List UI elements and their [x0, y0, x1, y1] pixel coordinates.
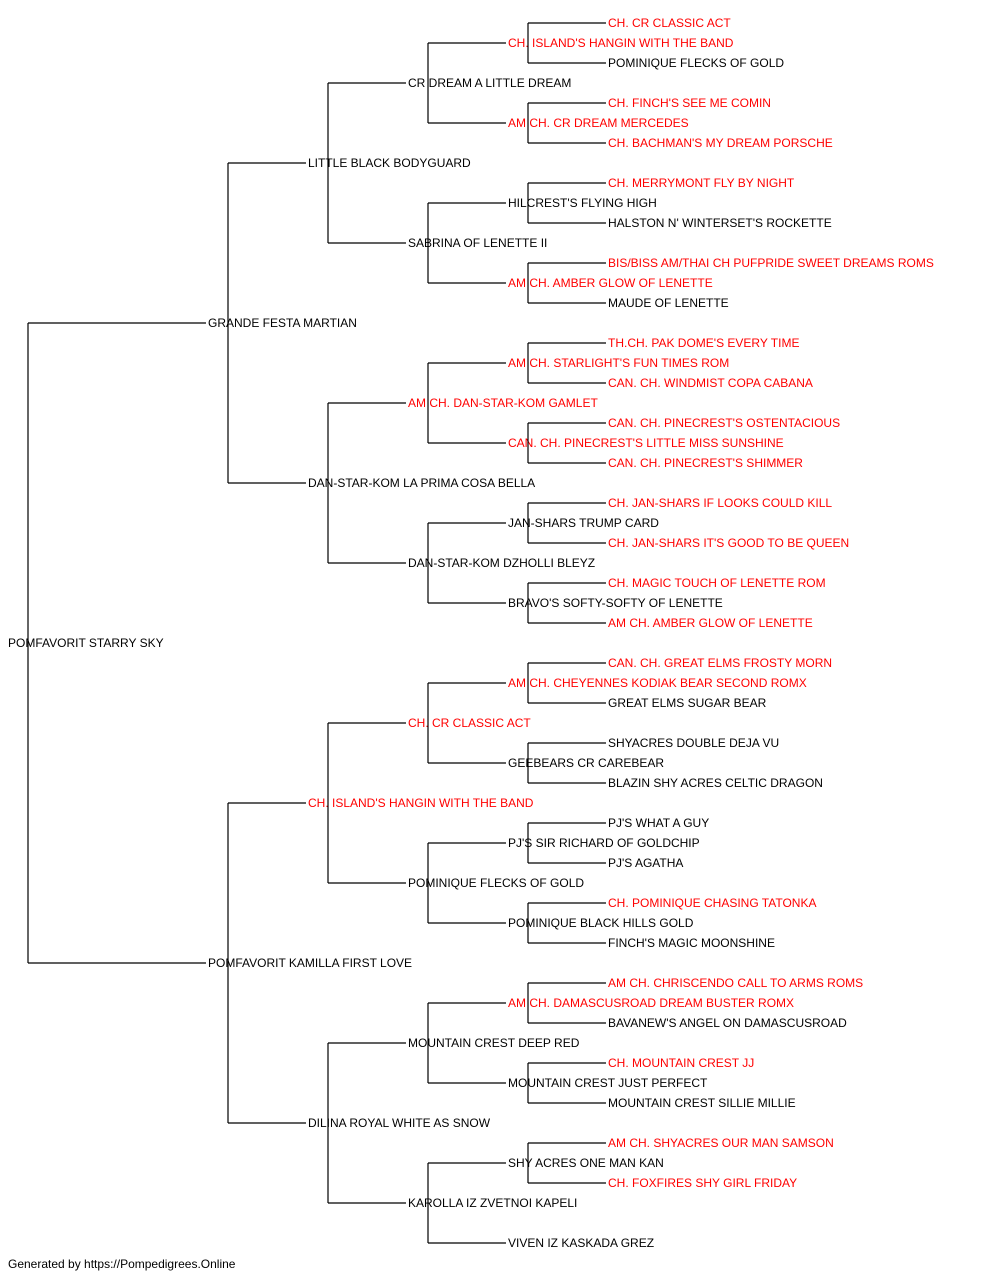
dog-name-gen5: PJ'S WHAT A GUY [608, 816, 709, 830]
dog-name-gen4: AM CH. CR DREAM MERCEDES [508, 116, 689, 130]
dog-name-gen4: CAN. CH. PINECREST'S LITTLE MISS SUNSHIN… [508, 436, 784, 450]
dog-name-gen3: CH. CR CLASSIC ACT [408, 716, 531, 730]
dog-name-gen5: AM CH. CHRISCENDO CALL TO ARMS ROMS [608, 976, 863, 990]
dog-name-gen3: MOUNTAIN CREST DEEP RED [408, 1036, 580, 1050]
dog-name-gen5: CH. MOUNTAIN CREST JJ [608, 1056, 754, 1070]
dog-name-gen5: SHYACRES DOUBLE DEJA VU [608, 736, 779, 750]
dog-name-gen4: HILCREST'S FLYING HIGH [508, 196, 657, 210]
dog-name-gen5: AM CH. AMBER GLOW OF LENETTE [608, 616, 813, 630]
dog-name-gen5: MAUDE OF LENETTE [608, 296, 729, 310]
dog-name-gen5: BIS/BISS AM/THAI CH PUFPRIDE SWEET DREAM… [608, 256, 934, 270]
dog-name-gen5: CH. BACHMAN'S MY DREAM PORSCHE [608, 136, 833, 150]
dog-name-gen5: CH. JAN-SHARS IT'S GOOD TO BE QUEEN [608, 536, 849, 550]
dog-name-gen5: GREAT ELMS SUGAR BEAR [608, 696, 767, 710]
dog-name-gen0: POMFAVORIT STARRY SKY [8, 636, 164, 650]
dog-name-gen5: TH.CH. PAK DOME'S EVERY TIME [608, 336, 799, 350]
dog-name-gen4: AM CH. CHEYENNES KODIAK BEAR SECOND ROMX [508, 676, 807, 690]
dog-name-gen5: CH. MERRYMONT FLY BY NIGHT [608, 176, 795, 190]
dog-name-gen3: POMINIQUE FLECKS OF GOLD [408, 876, 584, 890]
dog-name-gen5: CAN. CH. GREAT ELMS FROSTY MORN [608, 656, 832, 670]
dog-name-gen3: CR DREAM A LITTLE DREAM [408, 76, 571, 90]
dog-name-gen5: CH. POMINIQUE CHASING TATONKA [608, 896, 816, 910]
pedigree-tree: POMFAVORIT STARRY SKY GRANDE FESTA MARTIA… [8, 16, 934, 1250]
dog-name-gen4: VIVEN IZ KASKADA GREZ [508, 1236, 654, 1250]
dog-name-gen4: AM CH. AMBER GLOW OF LENETTE [508, 276, 713, 290]
dog-name-gen4: JAN-SHARS TRUMP CARD [508, 516, 659, 530]
dog-name-gen4: AM CH. DAMASCUSROAD DREAM BUSTER ROMX [508, 996, 794, 1010]
dog-name-gen3: AM CH. DAN-STAR-KOM GAMLET [408, 396, 598, 410]
dog-name-gen5: BAVANEW'S ANGEL ON DAMASCUSROAD [608, 1016, 847, 1030]
dog-name-gen5: CH. JAN-SHARS IF LOOKS COULD KILL [608, 496, 832, 510]
dog-name-gen2: DAN-STAR-KOM LA PRIMA COSA BELLA [308, 476, 535, 490]
dog-name-gen5: CAN. CH. PINECREST'S OSTENTACIOUS [608, 416, 840, 430]
dog-name-gen4: BRAVO'S SOFTY-SOFTY OF LENETTE [508, 596, 723, 610]
dog-name-gen4: CH. ISLAND'S HANGIN WITH THE BAND [508, 36, 734, 50]
dog-name-gen5: POMINIQUE FLECKS OF GOLD [608, 56, 784, 70]
dog-name-gen4: PJ'S SIR RICHARD OF GOLDCHIP [508, 836, 700, 850]
generated-by-footer: Generated by https://Pompedigrees.Online [8, 1257, 236, 1271]
dog-name-gen1: POMFAVORIT KAMILLA FIRST LOVE [208, 956, 412, 970]
dog-name-gen4: SHY ACRES ONE MAN KAN [508, 1156, 664, 1170]
dog-name-gen4: POMINIQUE BLACK HILLS GOLD [508, 916, 694, 930]
dog-name-gen2: CH. ISLAND'S HANGIN WITH THE BAND [308, 796, 534, 810]
dog-name-gen5: CH. FOXFIRES SHY GIRL FRIDAY [608, 1176, 797, 1190]
dog-name-gen5: CAN. CH. PINECREST'S SHIMMER [608, 456, 803, 470]
dog-name-gen5: AM CH. SHYACRES OUR MAN SAMSON [608, 1136, 834, 1150]
dog-name-gen5: BLAZIN SHY ACRES CELTIC DRAGON [608, 776, 823, 790]
dog-name-gen3: DAN-STAR-KOM DZHOLLI BLEYZ [408, 556, 595, 570]
dog-name-gen5: CH. CR CLASSIC ACT [608, 16, 731, 30]
dog-name-gen5: HALSTON N' WINTERSET'S ROCKETTE [608, 216, 832, 230]
dog-name-gen2: DILINA ROYAL WHITE AS SNOW [308, 1116, 491, 1130]
dog-name-gen2: LITTLE BLACK BODYGUARD [308, 156, 471, 170]
dog-name-gen4: GEEBEARS CR CAREBEAR [508, 756, 664, 770]
dog-name-gen3: KAROLLA IZ ZVETNOI KAPELI [408, 1196, 577, 1210]
dog-name-gen3: SABRINA OF LENETTE II [408, 236, 547, 250]
dog-name-gen5: PJ'S AGATHA [608, 856, 683, 870]
dog-name-gen1: GRANDE FESTA MARTIAN [208, 316, 357, 330]
dog-name-gen5: CH. MAGIC TOUCH OF LENETTE ROM [608, 576, 826, 590]
dog-name-gen5: CAN. CH. WINDMIST COPA CABANA [608, 376, 813, 390]
dog-name-gen4: MOUNTAIN CREST JUST PERFECT [508, 1076, 708, 1090]
dog-name-gen5: MOUNTAIN CREST SILLIE MILLIE [608, 1096, 796, 1110]
dog-name-gen5: CH. FINCH'S SEE ME COMIN [608, 96, 771, 110]
dog-name-gen4: AM CH. STARLIGHT'S FUN TIMES ROM [508, 356, 729, 370]
dog-name-gen5: FINCH'S MAGIC MOONSHINE [608, 936, 775, 950]
